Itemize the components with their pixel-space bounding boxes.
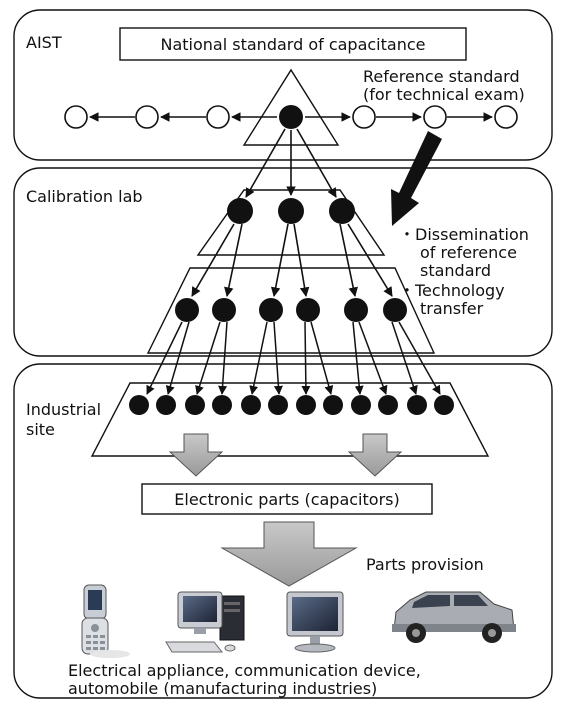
site-dot-4 xyxy=(212,395,232,415)
site-dot-10 xyxy=(378,395,398,415)
electronic-parts-label: Electronic parts (capacitors) xyxy=(174,490,399,509)
lab-dot-6 xyxy=(383,298,407,322)
electronic-parts-box xyxy=(141,483,433,515)
calibration-dot-3 xyxy=(329,198,355,224)
industrial-site-label-2: site xyxy=(26,420,55,439)
national-standard-dot xyxy=(279,105,303,129)
reference-circle-r1 xyxy=(352,105,376,129)
industrial-arrows xyxy=(146,321,441,395)
site-dot-11 xyxy=(407,395,427,415)
site-dot-7 xyxy=(296,395,316,415)
dissemination-item-2-line-2: transfer xyxy=(420,299,484,318)
lab-dot-2 xyxy=(212,298,236,322)
industrial-site-label-1: Industrial xyxy=(26,400,101,419)
reference-circle-r3 xyxy=(494,105,518,129)
aist-label: AIST xyxy=(26,33,62,52)
automobile-icon xyxy=(392,591,516,643)
national-standard-label: National standard of capacitance xyxy=(161,35,426,54)
calibration-arrows xyxy=(245,128,337,198)
dissemination-item-1-line-2: of reference xyxy=(420,243,517,262)
reference-circle-l2 xyxy=(135,105,159,129)
parts-provision-arrow xyxy=(220,521,358,587)
site-dot-2 xyxy=(156,395,176,415)
dissemination-arrow xyxy=(391,131,442,226)
pyramid-industrial xyxy=(90,382,490,457)
dissemination-item-1-line-1: ・Dissemination xyxy=(399,225,529,244)
dissemination-item-1-line-3: standard xyxy=(420,261,491,280)
parts-arrow-left xyxy=(168,433,224,477)
calibration-dot-1 xyxy=(227,198,253,224)
parts-arrow-right xyxy=(347,433,403,477)
site-dot-3 xyxy=(185,395,205,415)
monitor-icon xyxy=(286,591,344,653)
site-dot-5 xyxy=(241,395,261,415)
reference-circle-l3 xyxy=(64,105,88,129)
site-dot-6 xyxy=(268,395,288,415)
second-tier-arrows xyxy=(191,223,393,297)
site-dot-12 xyxy=(434,395,454,415)
lab-dot-5 xyxy=(344,298,368,322)
lab-dot-3 xyxy=(259,298,283,322)
calibration-dot-2 xyxy=(278,198,304,224)
calibration-lab-label: Calibration lab xyxy=(26,187,143,206)
national-standard-box xyxy=(119,27,467,61)
footer-line-1: Electrical appliance, communication devi… xyxy=(68,661,421,680)
reference-standard-label-1: Reference standard xyxy=(363,67,520,86)
reference-standard-label-2: (for technical exam) xyxy=(363,85,525,104)
footer-line-2: automobile (manufacturing industries) xyxy=(68,679,377,698)
reference-circle-l1 xyxy=(206,105,230,129)
desktop-computer-icon xyxy=(165,591,245,653)
dissemination-item-2-line-1: ・Technology xyxy=(399,281,505,300)
site-dot-1 xyxy=(129,395,149,415)
lab-dot-1 xyxy=(175,298,199,322)
lab-dot-4 xyxy=(296,298,320,322)
site-dot-9 xyxy=(351,395,371,415)
reference-circle-r2 xyxy=(423,105,447,129)
calibration-panel xyxy=(13,167,553,357)
parts-provision-label: Parts provision xyxy=(366,555,484,574)
site-dot-8 xyxy=(323,395,343,415)
mobile-phone-icon xyxy=(81,584,130,658)
